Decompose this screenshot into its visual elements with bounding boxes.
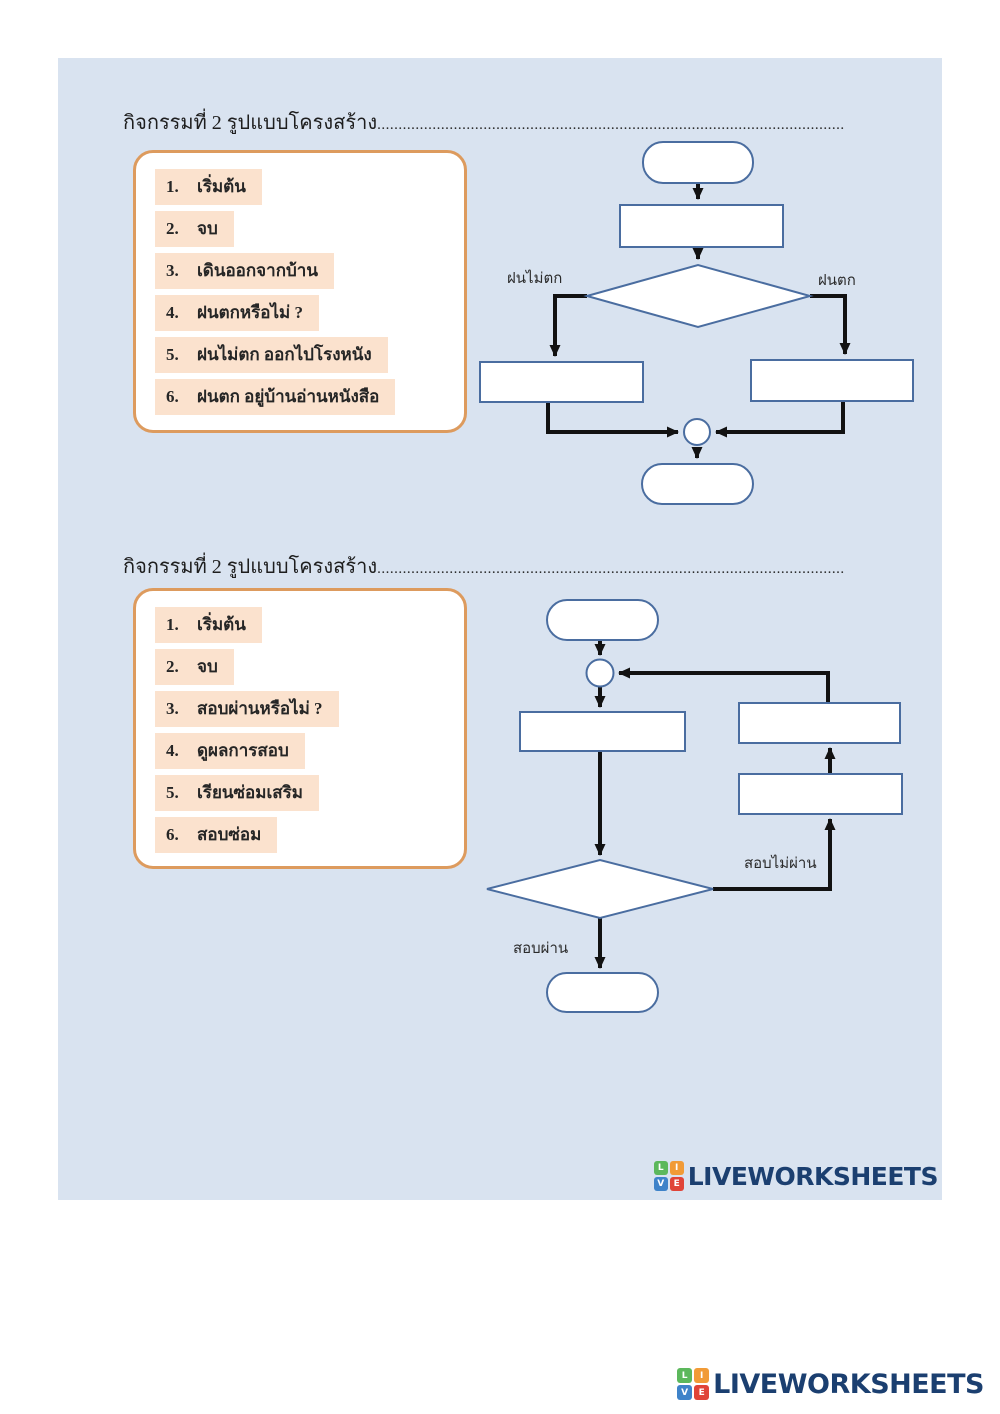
list-item-row: 6. ฝนตก อยู่บ้านอ่านหนังสือ [155,379,464,421]
list-item-row: 2. จบ [155,211,464,253]
liveworksheets-grid-icon: L I V E [653,1161,684,1191]
icon-letter-l: L [677,1368,693,1383]
flow2-start-terminator[interactable] [546,599,659,641]
section1-title: กิจกรรมที่ 2 รูปแบบโครงสร้าง............… [123,106,845,138]
section1-answer-blank[interactable]: ........................................… [377,117,845,133]
list-item-row: 5. เรียนซ่อมเสริม [155,775,464,817]
flow1-arrow-left-to-junction [546,402,679,438]
icon-letter-i: I [669,1161,684,1175]
list-item-row: 3. สอบผ่านหรือไม่ ? [155,691,464,733]
flow1-process-box[interactable] [619,204,784,248]
flow1-arrow-yes-branch [810,294,851,355]
section2-title: กิจกรรมที่ 2 รูปแบบโครงสร้าง............… [123,550,845,582]
step-number: 5. [166,345,179,364]
flow2-arrow-fail-branch [713,818,836,891]
flow1-left-process-box[interactable] [479,361,644,403]
step-number: 3. [166,261,179,280]
liveworksheets-logo[interactable]: L I V E LIVEWORKSHEETS [653,1161,939,1191]
flow1-right-process-box[interactable] [750,359,914,402]
draggable-step-6[interactable]: 6. ฝนตก อยู่บ้านอ่านหนังสือ [155,379,396,415]
flow2-label-pass: สอบผ่าน [513,941,569,957]
list-item-row: 4. ดูผลการสอบ [155,733,464,775]
icon-letter-i: I [694,1368,710,1383]
step-text: สอบซ่อม [197,825,262,844]
list-item-row: 6. สอบซ่อม [155,817,464,859]
flow1-end-terminator[interactable] [641,463,754,505]
step-text: จบ [197,657,218,676]
flow2-process-box[interactable] [519,711,686,752]
draggable-step-3[interactable]: 3. เดินออกจากบ้าน [155,253,334,289]
list-item-row: 5. ฝนไม่ตก ออกไปโรงหนัง [155,337,464,379]
draggable-step-4[interactable]: 4. ดูผลการสอบ [155,733,305,769]
step-number: 5. [166,783,179,802]
flowchart-repetition [486,599,903,1013]
draggable-step-1[interactable]: 1. เริ่มต้น [155,607,262,643]
flow2-end-terminator[interactable] [546,972,659,1013]
step-text: จบ [197,219,218,238]
step-text: เริ่มต้น [197,177,246,196]
step-number: 4. [166,741,179,760]
flow1-decision-diamond[interactable] [583,263,814,329]
step-text: ฝนไม่ตก ออกไปโรงหนัง [197,345,372,364]
list-item-row: 2. จบ [155,649,464,691]
draggable-step-6[interactable]: 6. สอบซ่อม [155,817,278,853]
worksheet-panel: กิจกรรมที่ 2 รูปแบบโครงสร้าง............… [58,58,942,1200]
draggable-step-1[interactable]: 1. เริ่มต้น [155,169,262,205]
draggable-step-5[interactable]: 5. ฝนไม่ตก ออกไปโรงหนัง [155,337,388,373]
section2-answer-blank[interactable]: ........................................… [377,561,845,577]
flow2-junction-circle[interactable] [585,658,615,688]
step-number: 1. [166,615,179,634]
flow2-arrow-loop-back [618,667,830,703]
step-text: สอบผ่านหรือไม่ ? [197,699,323,718]
liveworksheets-grid-icon: L I V E [677,1368,710,1400]
liveworksheets-wordmark: LIVEWORKSHEETS [713,1368,984,1400]
draggable-step-3[interactable]: 3. สอบผ่านหรือไม่ ? [155,691,339,727]
flow1-junction-circle[interactable] [683,418,711,446]
icon-letter-v: V [677,1385,693,1400]
step-number: 4. [166,303,179,322]
flow1-arrow-right-to-junction [715,401,845,438]
liveworksheets-wordmark: LIVEWORKSHEETS [687,1161,939,1191]
step-text: เรียนซ่อมเสริม [197,783,304,802]
list-item-row: 3. เดินออกจากบ้าน [155,253,464,295]
section1-word-bank: 1. เริ่มต้น 2. จบ 3. เดินออกจากบ้าน 4. ฝนตกห… [133,150,467,433]
draggable-step-2[interactable]: 2. จบ [155,649,234,685]
section1-title-text: กิจกรรมที่ 2 รูปแบบโครงสร้าง [123,112,378,134]
liveworksheets-logo-bottom[interactable]: L I V E LIVEWORKSHEETS [677,1368,984,1400]
step-text: ดูผลการสอบ [197,741,289,760]
step-number: 2. [166,219,179,238]
list-item-row: 1. เริ่มต้น [155,607,464,649]
flow1-label-no-rain: ฝนไม่ตก [507,271,563,287]
section2-word-bank: 1. เริ่มต้น 2. จบ 3. สอบผ่านหรือไม่ ? 4. ดูผ… [133,588,467,869]
step-number: 1. [166,177,179,196]
step-number: 3. [166,699,179,718]
flowchart-selection [479,141,914,505]
icon-letter-e: E [669,1177,684,1191]
icon-letter-e: E [694,1385,710,1400]
flow1-label-rain: ฝนตก [818,273,856,289]
flow2-upper-right-box[interactable] [738,702,901,744]
icon-letter-l: L [653,1161,668,1175]
step-number: 6. [166,387,179,406]
list-item-row: 4. ฝนตกหรือไม่ ? [155,295,464,337]
flow1-start-terminator[interactable] [642,141,754,184]
step-text: ฝนตก อยู่บ้านอ่านหนังสือ [197,387,380,406]
draggable-step-4[interactable]: 4. ฝนตกหรือไม่ ? [155,295,319,331]
step-text: ฝนตกหรือไม่ ? [197,303,303,322]
draggable-step-2[interactable]: 2. จบ [155,211,234,247]
flow2-decision-diamond[interactable] [486,858,714,920]
flow1-arrow-no-branch [549,294,587,357]
step-text: เดินออกจากบ้าน [197,261,318,280]
section2-title-text: กิจกรรมที่ 2 รูปแบบโครงสร้าง [123,556,378,578]
list-item-row: 1. เริ่มต้น [155,169,464,211]
draggable-step-5[interactable]: 5. เรียนซ่อมเสริม [155,775,320,811]
icon-letter-v: V [653,1177,668,1191]
flow2-lower-right-box[interactable] [738,773,903,815]
step-number: 6. [166,825,179,844]
flow2-label-fail: สอบไม่ผ่าน [744,856,817,872]
step-number: 2. [166,657,179,676]
step-text: เริ่มต้น [197,615,246,634]
